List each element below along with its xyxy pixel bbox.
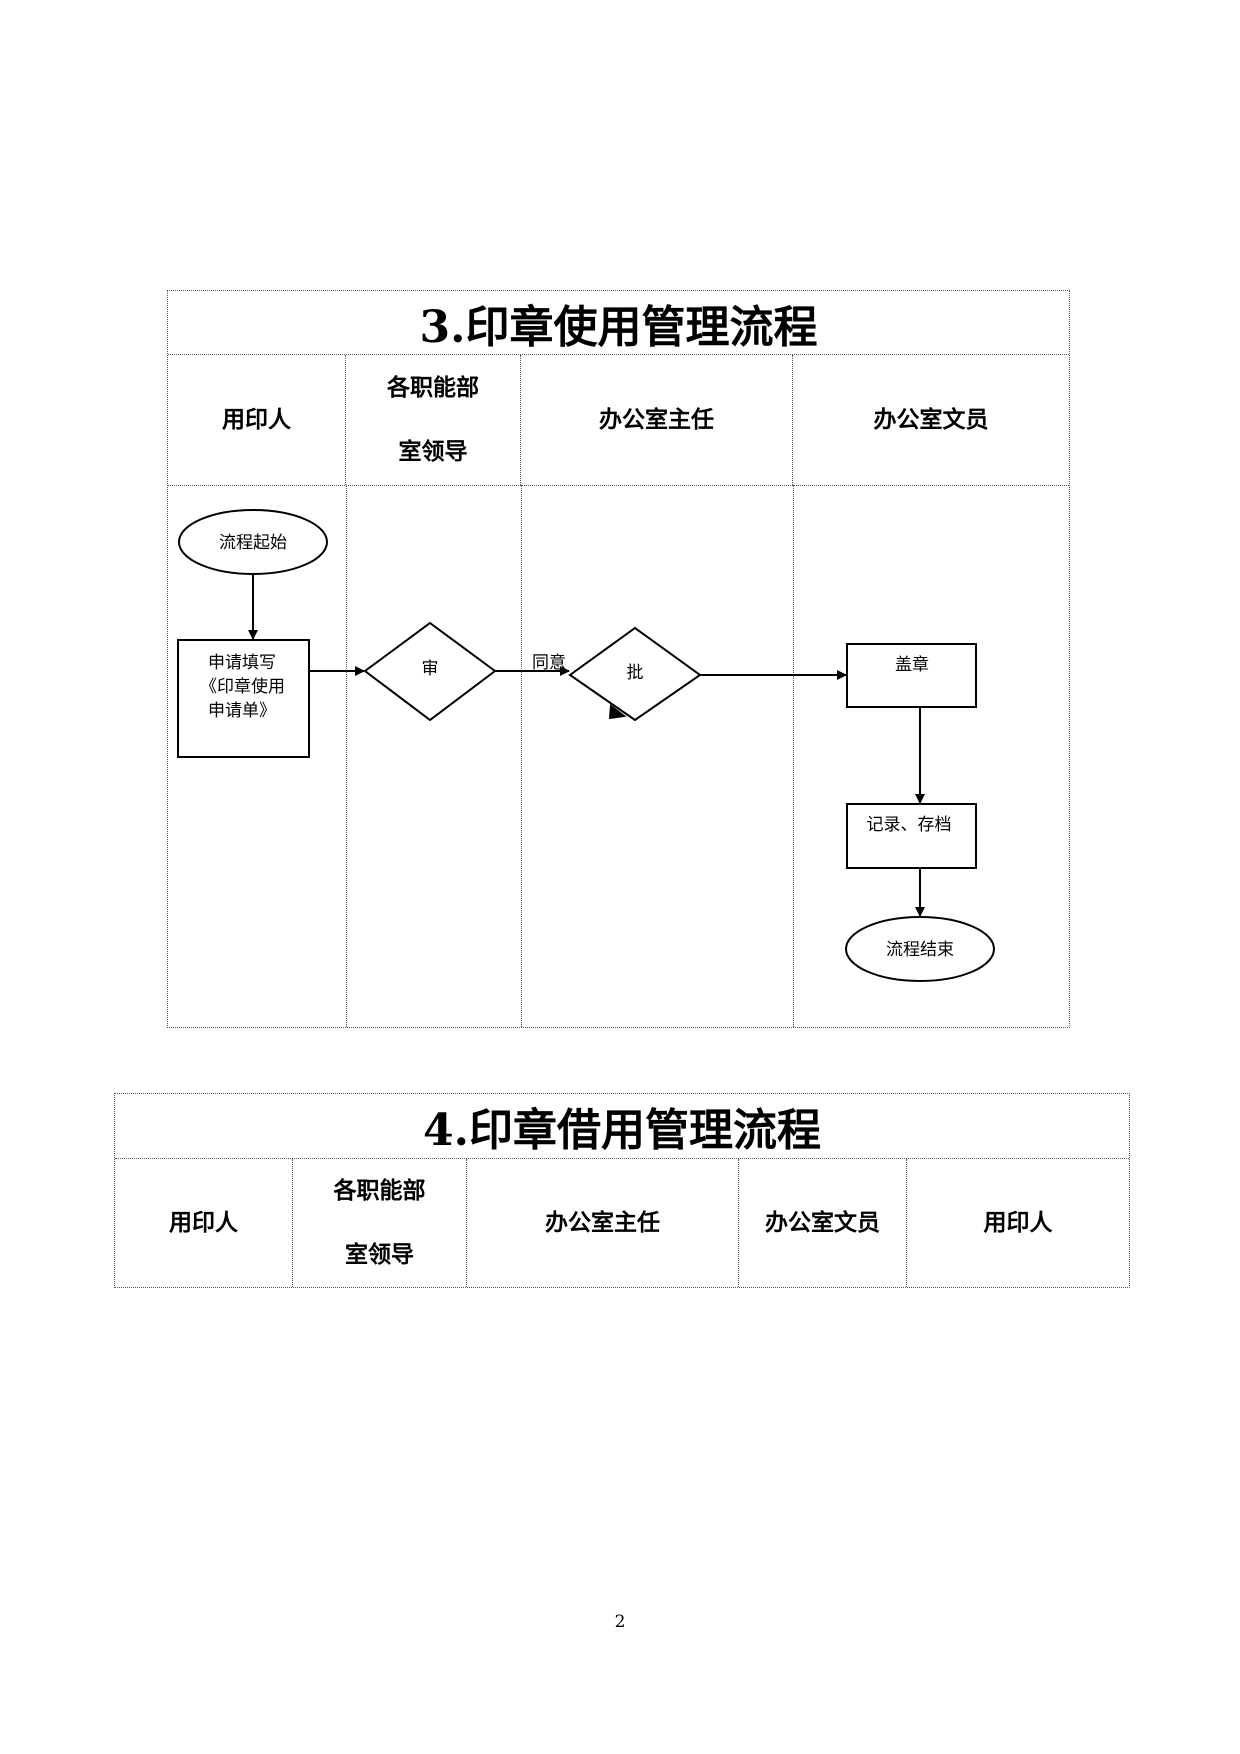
review-decision <box>363 621 497 722</box>
lane-header-applicant-return: 用印人 <box>983 1210 1053 1236</box>
lane-header-office-director: 办公室主任 <box>521 355 793 485</box>
return-arrowhead <box>608 704 627 720</box>
lane-header-office-clerk: 办公室文员 <box>739 1159 907 1287</box>
lane-divider <box>793 485 794 1027</box>
stamp-label: 盖章 <box>895 655 929 675</box>
lane-header-applicant: 用印人 <box>115 1159 293 1287</box>
agree-label: 同意 <box>532 653 566 673</box>
page-number: 2 <box>614 1612 626 1632</box>
stamp-node <box>846 643 977 708</box>
lane-divider <box>346 485 347 1027</box>
seal-borrowing-flow-table: 4.印章借用管理流程 用印人 各职能部室领导 办公室主任 办公室文员 用印人 <box>114 1093 1130 1288</box>
lane-header-office-clerk: 办公室文员 <box>873 407 989 433</box>
start-label: 流程起始 <box>219 533 287 553</box>
lane-header-applicant: 用印人 <box>168 355 346 485</box>
approve-decision <box>568 626 702 722</box>
section3-title: 3.印章使用管理流程 <box>168 291 1069 355</box>
review-label: 审 <box>422 659 439 679</box>
record-node <box>846 803 977 869</box>
apply-label-line1: 申请填写 <box>208 653 276 673</box>
lane-divider <box>521 485 522 1027</box>
lane-header-department-leader: 各职能部室领导 <box>293 1159 467 1287</box>
section4-title: 4.印章借用管理流程 <box>115 1094 1129 1159</box>
lane-header-department-leader: 各职能部室领导 <box>346 355 521 485</box>
seal-usage-flow-table: 3.印章使用管理流程 用印人 各职能部室领导 办公室主任 办公室文员 <box>167 290 1070 1028</box>
apply-label-line3: 申请单》 <box>208 701 276 721</box>
end-label: 流程结束 <box>886 940 954 960</box>
end-node <box>845 916 995 982</box>
apply-node <box>177 639 310 758</box>
apply-label-line2: 《印章使用 <box>200 676 285 697</box>
record-label: 记录、存档 <box>867 815 952 835</box>
header-divider <box>168 485 1069 486</box>
approve-label: 批 <box>627 663 644 683</box>
lane-header-office-director: 办公室主任 <box>467 1159 739 1287</box>
